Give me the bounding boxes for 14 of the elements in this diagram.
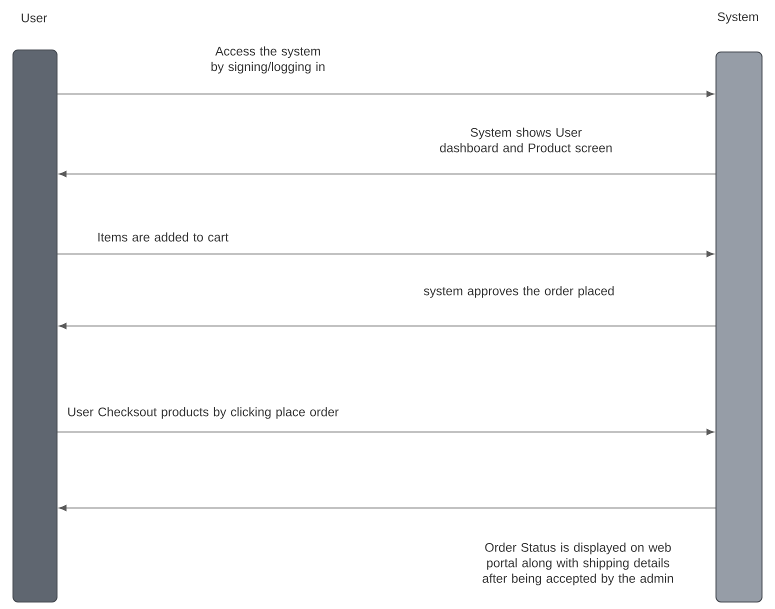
edge-label: Items are added to cart <box>98 232 228 242</box>
arrow <box>58 504 716 512</box>
arrow <box>58 322 716 330</box>
edge-label: Access the system by signing/logging in <box>211 46 324 74</box>
lifeline-label: System <box>718 12 758 24</box>
edge-label: system approves the order placed <box>424 286 614 298</box>
lifeline-label: User <box>22 14 47 22</box>
arrow <box>58 170 716 178</box>
arrow <box>57 90 714 98</box>
arrow <box>57 250 714 258</box>
edge-label: Order Status is displayed on web portal along with shipping details after being accepted by the admin <box>482 542 674 586</box>
arrow <box>57 428 714 436</box>
edge-label: System shows User dashboard and Product screen <box>440 128 612 152</box>
edge-label: User Checksout products by clicking place order <box>68 407 339 419</box>
